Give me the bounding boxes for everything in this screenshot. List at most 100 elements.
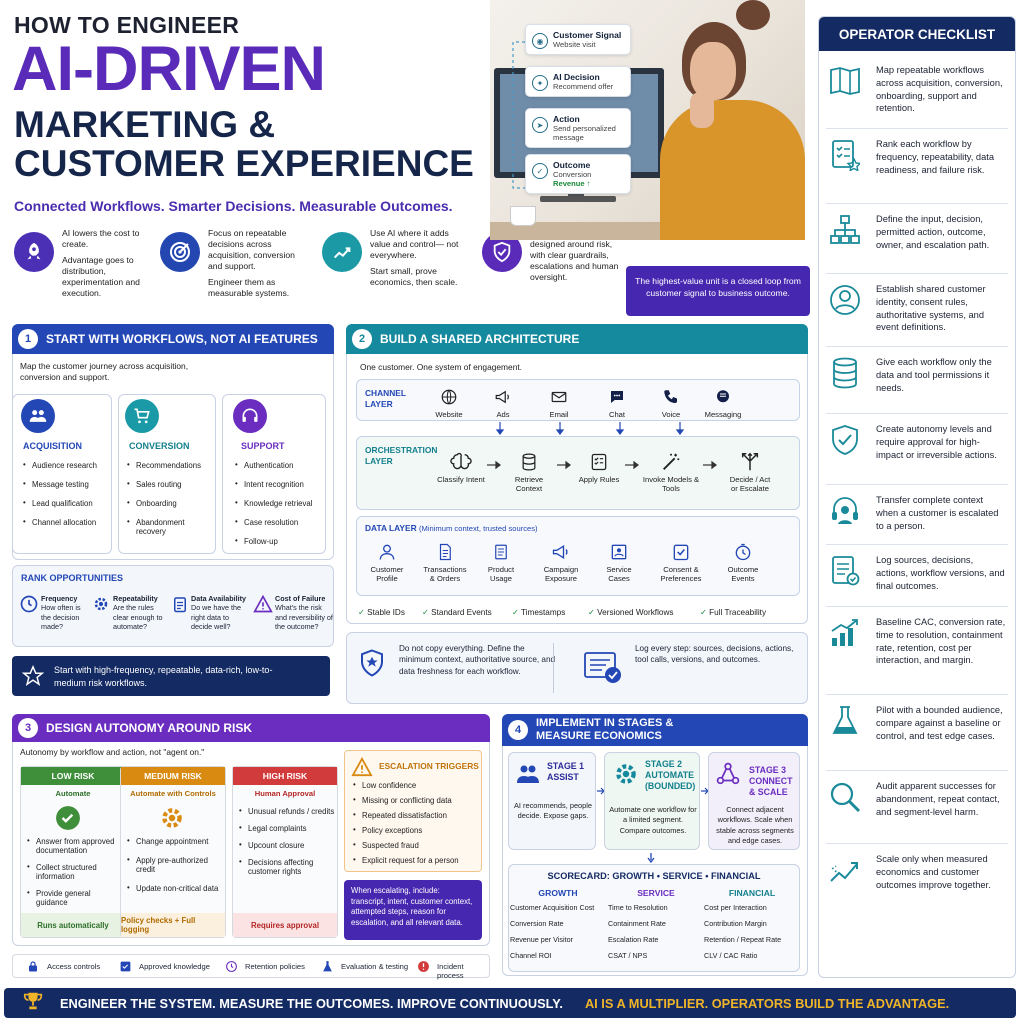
data-consent: Consent & Preferences xyxy=(655,541,707,583)
checklist-divider xyxy=(826,346,1008,347)
risk-level-medium: MEDIUM RISK Automate with Controls Chang… xyxy=(120,766,226,938)
checklist-divider xyxy=(826,770,1008,771)
incident-alert-icon xyxy=(417,960,430,978)
clock-icon xyxy=(19,594,39,614)
channel-messaging: Messaging xyxy=(701,386,745,420)
checklist-divider xyxy=(826,128,1008,129)
target-icon xyxy=(160,232,200,272)
section-1-note: Start with high-frequency, repeatable, d… xyxy=(12,656,330,696)
data-layer: DATA LAYER (Minimum context, trusted sou… xyxy=(356,516,800,596)
identity-icon xyxy=(828,283,862,317)
support-column: SUPPORT AuthenticationIntent recognition… xyxy=(222,394,326,554)
globe-icon xyxy=(437,386,461,408)
checklist-divider xyxy=(826,484,1008,485)
footer-banner: ENGINEER THE SYSTEM. MEASURE THE OUTCOME… xyxy=(4,988,1016,1018)
intro-item: Autonomy must be designed around risk, w… xyxy=(482,228,632,308)
architecture-tips: Do not copy everything. Define the minim… xyxy=(346,632,808,704)
section-1-intro: Map the customer journey across acquisit… xyxy=(20,361,189,382)
spark-icon: ✦ xyxy=(532,75,548,91)
phone-icon xyxy=(659,386,683,408)
checklist-item-text: Baseline CAC, conversion rate, time to r… xyxy=(876,617,1006,666)
checklist-item-text: Define the input, decision, permitted ac… xyxy=(876,214,990,250)
clipboard-icon xyxy=(171,594,189,614)
risk-level-high: HIGH RISK Human Approval Unusual refunds… xyxy=(232,766,338,938)
scorecard-arrow xyxy=(647,853,655,864)
envelope-icon xyxy=(547,386,571,408)
log-monitor-icon xyxy=(583,651,623,690)
alert-triangle-icon xyxy=(351,756,373,782)
send-icon: ➤ xyxy=(532,117,548,133)
audit-magnifier-icon xyxy=(828,780,862,814)
channel-layer: CHANNEL LAYER Website Ads Email Chat Voi… xyxy=(356,379,800,421)
section-3-intro: Autonomy by workflow and action, not "ag… xyxy=(20,747,205,757)
checklist-divider xyxy=(826,544,1008,545)
checklist-item-text: Transfer complete context when a custome… xyxy=(876,495,999,531)
checklist-item-text: Establish shared customer identity, cons… xyxy=(876,284,986,333)
data-service-cases: Service Cases xyxy=(597,541,641,583)
checklist-item-text: Scale only when measured economics and c… xyxy=(876,854,991,890)
shield-approval-icon xyxy=(828,423,862,457)
network-icon xyxy=(715,761,741,792)
intro-item: Use AI where it adds value and control— … xyxy=(322,228,472,308)
checklist-item-text: Log sources, decisions, actions, workflo… xyxy=(876,555,1005,591)
check-circle-icon xyxy=(55,805,81,836)
folder-user-icon xyxy=(607,541,631,563)
person-icon xyxy=(375,541,399,563)
acquisition-column: ACQUISITION Audience researchMessage tes… xyxy=(12,394,112,554)
channel-voice: Voice xyxy=(651,386,691,420)
checklist-item-text: Rank each workflow by frequency, repeata… xyxy=(876,139,995,175)
closed-loop-callout: The highest-value unit is a closed loop … xyxy=(626,266,810,316)
checklist-item-text: Give each workflow only the data and too… xyxy=(876,357,992,393)
chat-bubble-icon xyxy=(605,386,629,408)
tagline: Connected Workflows. Smarter Decisions. … xyxy=(14,198,453,214)
data-customer-profile: Customer Profile xyxy=(365,541,409,583)
flow-connector xyxy=(512,41,525,189)
person-face xyxy=(690,42,736,100)
checklist-divider xyxy=(826,203,1008,204)
orch-invoke-models: Invoke Models & Tools xyxy=(641,451,701,493)
checklist-divider xyxy=(826,843,1008,844)
scale-trend-icon xyxy=(828,853,862,887)
data-campaign-exposure: Campaign Exposure xyxy=(535,541,587,583)
orchestration-arrows xyxy=(487,460,717,470)
cart-icon xyxy=(125,399,159,433)
architecture-checks: ✓ Stable IDs ✓ Standard Events ✓ Timesta… xyxy=(358,608,767,617)
orch-classify-intent: Classify Intent xyxy=(437,451,485,485)
footer-right-text: AI IS A MULTIPLIER. OPERATORS BUILD THE … xyxy=(584,995,950,1011)
title-line-1: HOW TO ENGINEER xyxy=(14,12,240,38)
magic-wand-icon xyxy=(659,451,683,473)
gear-warning-icon xyxy=(159,805,185,836)
checklist-divider xyxy=(826,694,1008,695)
checklist-item-text: Create autonomy levels and require appro… xyxy=(876,424,997,460)
channel-arrows xyxy=(495,422,685,435)
title-line-2: AI-DRIVEN xyxy=(12,34,326,104)
scorecard: SCORECARD: GROWTH • SERVICE • FINANCIAL xyxy=(508,864,800,972)
database-stack-icon xyxy=(828,356,862,390)
checklist-divider xyxy=(826,413,1008,414)
stage-3: STAGE 3 CONNECT & SCALE Connect adjacent… xyxy=(708,752,800,850)
intro-item: AI lowers the cost to create.Advantage g… xyxy=(14,228,164,308)
check-icon: ✓ xyxy=(532,163,548,179)
workflow-diagram-icon xyxy=(828,213,862,247)
shield-star-icon xyxy=(357,647,387,684)
cursor-icon: ◉ xyxy=(532,33,548,49)
brain-icon xyxy=(449,451,473,473)
checklist-divider xyxy=(826,273,1008,274)
controls-bar: Access controls Approved knowledge Reten… xyxy=(12,954,490,980)
flask-icon xyxy=(321,960,334,978)
database-icon xyxy=(517,451,541,473)
checklist-item-text: Audit apparent successes for abandonment… xyxy=(876,781,1000,817)
channel-email: Email xyxy=(539,386,579,420)
lock-icon xyxy=(27,960,39,978)
mug xyxy=(510,206,536,226)
checklist-title: OPERATOR CHECKLIST xyxy=(819,17,1015,51)
